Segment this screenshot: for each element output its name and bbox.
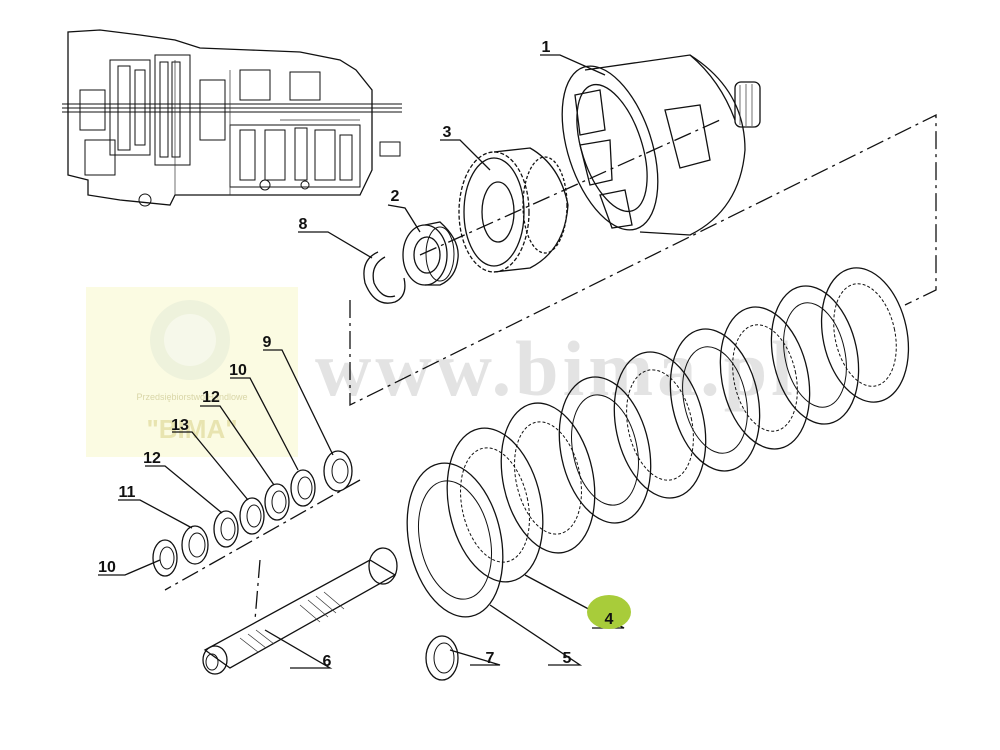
callout-labels: 1 2 3 4 5 6 7 8 9 10 10 11 12 12 13 <box>98 39 613 670</box>
callout-9[interactable]: 9 <box>263 334 272 351</box>
part-3-gear <box>458 147 569 273</box>
watermark-logo-company: Przedsiębiorstwo Handlowe <box>136 392 247 402</box>
part-1-clutch-housing <box>561 54 761 236</box>
callout-10-lower[interactable]: 10 <box>98 559 116 576</box>
callout-6[interactable]: 6 <box>323 653 332 670</box>
callout-3[interactable]: 3 <box>443 124 452 141</box>
callout-12-upper[interactable]: 12 <box>202 389 220 406</box>
callout-7[interactable]: 7 <box>486 650 495 667</box>
callout-8[interactable]: 8 <box>299 216 308 233</box>
watermark-logo: Przedsiębiorstwo Handlowe "BIMA" <box>86 287 298 457</box>
callout-4[interactable]: 4 <box>605 611 614 628</box>
part-2-bearing <box>402 221 459 286</box>
watermark-url: www.bima.pl <box>315 325 797 412</box>
callout-1[interactable]: 1 <box>542 39 551 56</box>
small-rings-9-13 <box>152 450 353 577</box>
transmission-overview-drawing <box>62 29 402 207</box>
watermark-logo-name: "BIMA" <box>146 414 237 444</box>
callout-5[interactable]: 5 <box>563 650 572 667</box>
callout-10-upper[interactable]: 10 <box>229 362 247 379</box>
part-6-shaft <box>202 547 398 675</box>
part-8-snap-ring <box>363 251 406 304</box>
callout-2[interactable]: 2 <box>391 188 400 205</box>
part-7-snap-ring <box>425 635 459 681</box>
clutch-disc-stack <box>406 267 910 618</box>
assembly-axis-lines <box>164 113 937 621</box>
callout-12-lower[interactable]: 12 <box>143 450 161 467</box>
leader-lines <box>98 54 625 669</box>
callout-13[interactable]: 13 <box>171 417 189 434</box>
callout-11[interactable]: 11 <box>119 484 136 501</box>
highlight-marker-4[interactable] <box>587 595 631 629</box>
